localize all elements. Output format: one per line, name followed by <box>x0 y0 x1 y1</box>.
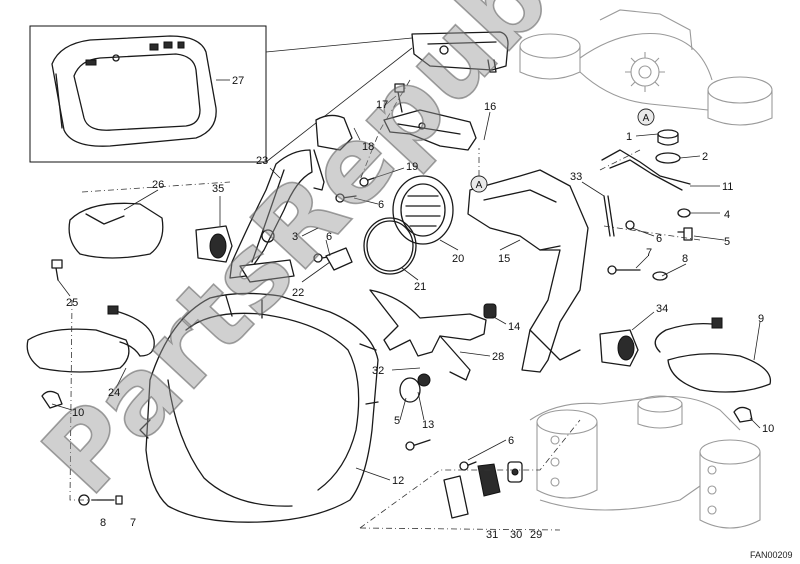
bracket-part-16 <box>383 109 477 151</box>
headlight-housing-part-12 <box>139 292 379 523</box>
callout-29: 29 <box>530 529 542 541</box>
callout-25: 25 <box>66 297 78 309</box>
callout-12: 12 <box>392 475 404 487</box>
callout-19: 19 <box>406 161 418 173</box>
callout-10-b: 10 <box>762 423 774 435</box>
callout-33: 33 <box>570 171 582 183</box>
callout-32: 32 <box>372 365 384 377</box>
callout-26: 26 <box>152 179 164 191</box>
callout-5-b: 5 <box>394 415 400 427</box>
reference-marker-a-1: A <box>637 108 655 126</box>
lamp-ring-part-20 <box>392 175 454 245</box>
instrument-panel-part-27 <box>51 35 217 147</box>
callout-22: 22 <box>292 287 304 299</box>
callout-27: 27 <box>232 75 244 87</box>
spacer-part-1 <box>657 129 679 146</box>
headlight-frame-part-23 <box>229 114 353 283</box>
callout-18: 18 <box>362 141 374 153</box>
callout-6-c: 6 <box>656 233 662 245</box>
callout-16: 16 <box>484 101 496 113</box>
rod-part-33 <box>603 195 615 237</box>
washer-part-4 <box>677 208 691 218</box>
bulb-part-10-right <box>733 406 753 423</box>
washer-part-2 <box>655 152 681 164</box>
bulb-part-10-left <box>41 390 63 409</box>
callout-15: 15 <box>498 253 510 265</box>
callout-20: 20 <box>452 253 464 265</box>
callout-21: 21 <box>414 281 426 293</box>
callout-leaders <box>51 79 761 481</box>
callout-30: 30 <box>510 529 522 541</box>
callout-3: 3 <box>292 231 298 243</box>
callout-labels: 27 17 18 16 1 2 23 19 26 35 6 3 6 22 20 … <box>66 75 774 541</box>
callout-35: 35 <box>212 183 224 195</box>
bracket-part-31 <box>443 475 469 519</box>
callout-9: 9 <box>758 313 764 325</box>
callout-6-a: 6 <box>378 199 384 211</box>
reference-marker-a-2-label: A <box>476 180 483 191</box>
callout-8-a: 8 <box>682 253 688 265</box>
headlight-support-part-28 <box>369 289 487 381</box>
callout-6-b: 6 <box>326 231 332 243</box>
callout-13: 13 <box>422 419 434 431</box>
cover-part-26 <box>68 202 164 259</box>
grommet-part-14 <box>483 303 497 319</box>
callout-17: 17 <box>376 99 388 111</box>
reference-marker-a-2: A <box>470 148 488 193</box>
callout-1: 1 <box>626 131 632 143</box>
callout-14: 14 <box>508 321 520 333</box>
callout-6-d: 6 <box>508 435 514 447</box>
lower-triple-clamp-ghost <box>529 395 761 529</box>
callout-10-a: 10 <box>72 407 84 419</box>
callout-34: 34 <box>656 303 668 315</box>
cover-part-30 <box>477 463 501 497</box>
bulb-holder-part-34 <box>599 329 639 367</box>
assembly-alignment-lines <box>69 79 701 531</box>
grommet-part-13 <box>399 373 431 403</box>
reference-marker-a-1-label: A <box>643 113 650 124</box>
callout-28: 28 <box>492 351 504 363</box>
callout-8-b: 8 <box>100 517 106 529</box>
callout-5-a: 5 <box>724 236 730 248</box>
callout-2: 2 <box>702 151 708 163</box>
callout-23: 23 <box>256 155 268 167</box>
bulb-holder-part-35 <box>195 225 233 263</box>
o-ring-part-21 <box>363 217 417 275</box>
upper-triple-clamp-ghost <box>519 9 773 126</box>
turn-signal-part-24 <box>26 305 155 373</box>
callout-4: 4 <box>724 209 730 221</box>
wire-clip-part-11 <box>601 149 691 191</box>
callout-31: 31 <box>486 529 498 541</box>
drawing-code: FAN00209 <box>750 550 793 560</box>
nut-part-8-right <box>652 271 668 281</box>
connector-part-29 <box>507 461 523 483</box>
callout-24: 24 <box>108 387 120 399</box>
callout-11: 11 <box>722 181 733 193</box>
callout-7-a: 7 <box>646 247 652 259</box>
mounting-bracket-part-15 <box>467 169 589 373</box>
socket-part-22 <box>325 247 353 271</box>
callout-7-b: 7 <box>130 517 136 529</box>
fasteners <box>51 83 693 505</box>
turn-signal-part-9 <box>654 317 772 393</box>
instrument-mount <box>411 31 509 73</box>
